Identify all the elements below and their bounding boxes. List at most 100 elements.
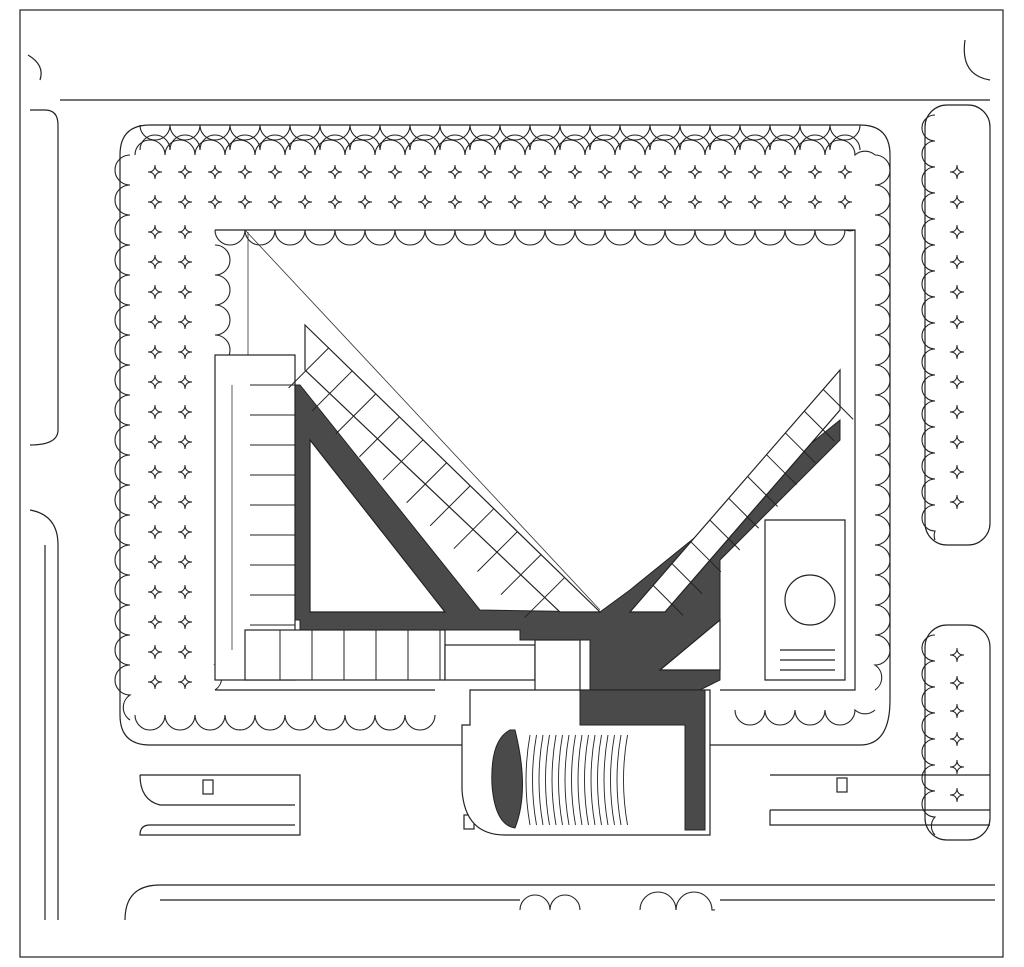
- seat-row: [525, 734, 531, 826]
- tree-icon: [177, 494, 193, 510]
- room-wall: [500, 554, 542, 595]
- room-wall: [690, 541, 722, 573]
- tree-icon: [537, 194, 553, 210]
- hedge-block-bottom-right: [734, 708, 876, 726]
- room-wall: [709, 519, 741, 551]
- tree-icon: [177, 164, 193, 180]
- room-wall: [477, 531, 518, 572]
- north-west-classroom-wing: [304, 323, 602, 613]
- tree-icon: [837, 164, 853, 180]
- room-wall: [747, 476, 778, 507]
- tree-icon: [807, 164, 823, 180]
- tree-icon: [177, 434, 193, 450]
- tree-icon: [597, 164, 613, 180]
- hedge-top-street-lower: [139, 124, 861, 141]
- tree-icon: [627, 194, 643, 210]
- auditorium-stage: [491, 729, 523, 829]
- tree-icon: [747, 194, 763, 210]
- auditorium-seating: [525, 734, 628, 826]
- tree-icon: [949, 254, 965, 270]
- seat-row: [597, 734, 602, 826]
- hedge-top-street-upper: [139, 134, 861, 151]
- tree-icon: [147, 404, 163, 420]
- tree-icon: [207, 164, 223, 180]
- tree-icon: [949, 759, 965, 775]
- hedge-court-top: [214, 229, 856, 246]
- room-wall: [288, 347, 329, 389]
- tree-icon: [177, 194, 193, 210]
- room-wall: [822, 389, 854, 420]
- room-wall: [359, 416, 400, 458]
- room-wall: [311, 370, 353, 412]
- tree-icon: [507, 164, 523, 180]
- seat-row: [577, 734, 583, 826]
- seat-row: [558, 734, 563, 826]
- tree-icon: [507, 194, 523, 210]
- tree-icon: [357, 164, 373, 180]
- tree-strip-right-lower: [924, 624, 991, 841]
- hedge-block-bottom-left: [134, 714, 436, 731]
- tree-icon: [177, 614, 193, 630]
- tree-icon: [177, 584, 193, 600]
- tree-icon: [177, 374, 193, 390]
- tree-icon: [147, 314, 163, 330]
- tree-icon: [949, 675, 965, 691]
- room-wall: [453, 508, 495, 550]
- tree-icon: [567, 194, 583, 210]
- seat-row: [590, 734, 596, 826]
- tree-icon: [949, 224, 965, 240]
- room-wall: [406, 462, 447, 504]
- tree-icon: [147, 194, 163, 210]
- tree-icon: [537, 164, 553, 180]
- seat-row: [545, 734, 550, 826]
- tree-icon: [237, 194, 253, 210]
- tree-icon: [477, 164, 493, 180]
- south-wing: [244, 629, 446, 681]
- left-road-upper: [29, 109, 59, 446]
- tree-icon: [177, 404, 193, 420]
- tree-icon: [949, 374, 965, 390]
- tree-icon: [147, 644, 163, 660]
- tree-icon: [147, 164, 163, 180]
- seat-row: [564, 734, 570, 826]
- inner-courtyard-edge: [215, 229, 856, 691]
- tree-icon: [147, 614, 163, 630]
- tree-icon: [717, 164, 733, 180]
- tree-icon: [387, 194, 403, 210]
- small-amphitheatre: [780, 574, 836, 671]
- corner-curb-top-left: [27, 54, 42, 81]
- tree-icon: [949, 284, 965, 300]
- tree-icon: [567, 164, 583, 180]
- tree-icon: [147, 254, 163, 270]
- tree-icon: [777, 164, 793, 180]
- tree-icon: [177, 224, 193, 240]
- tree-icon: [177, 644, 193, 660]
- tree-icon: [147, 284, 163, 300]
- room-partitions: [250, 347, 854, 680]
- seat-row: [616, 734, 622, 826]
- tree-icon: [177, 524, 193, 540]
- tree-icon: [949, 164, 965, 180]
- parking-strip-right: [769, 774, 990, 826]
- tree-icon: [147, 494, 163, 510]
- room-wall: [335, 393, 377, 435]
- tree-icon: [747, 164, 763, 180]
- tree-icon: [147, 344, 163, 360]
- tree-strip-right-upper: [924, 104, 991, 546]
- tree-icon: [949, 464, 965, 480]
- seat-row: [538, 734, 544, 826]
- tree-icon: [357, 194, 373, 210]
- tree-icon: [949, 344, 965, 360]
- hedge-strip-right-lower: [921, 634, 937, 836]
- south-wing-annex: [444, 644, 536, 681]
- tree-icon: [177, 254, 193, 270]
- tree-icon: [147, 674, 163, 690]
- tree-icon: [387, 164, 403, 180]
- tree-icon: [949, 434, 965, 450]
- corner-curb-top-right: [963, 39, 991, 81]
- kiosk-right: [836, 777, 848, 793]
- tree-icon: [177, 344, 193, 360]
- tree-icon: [447, 194, 463, 210]
- tree-icon: [147, 464, 163, 480]
